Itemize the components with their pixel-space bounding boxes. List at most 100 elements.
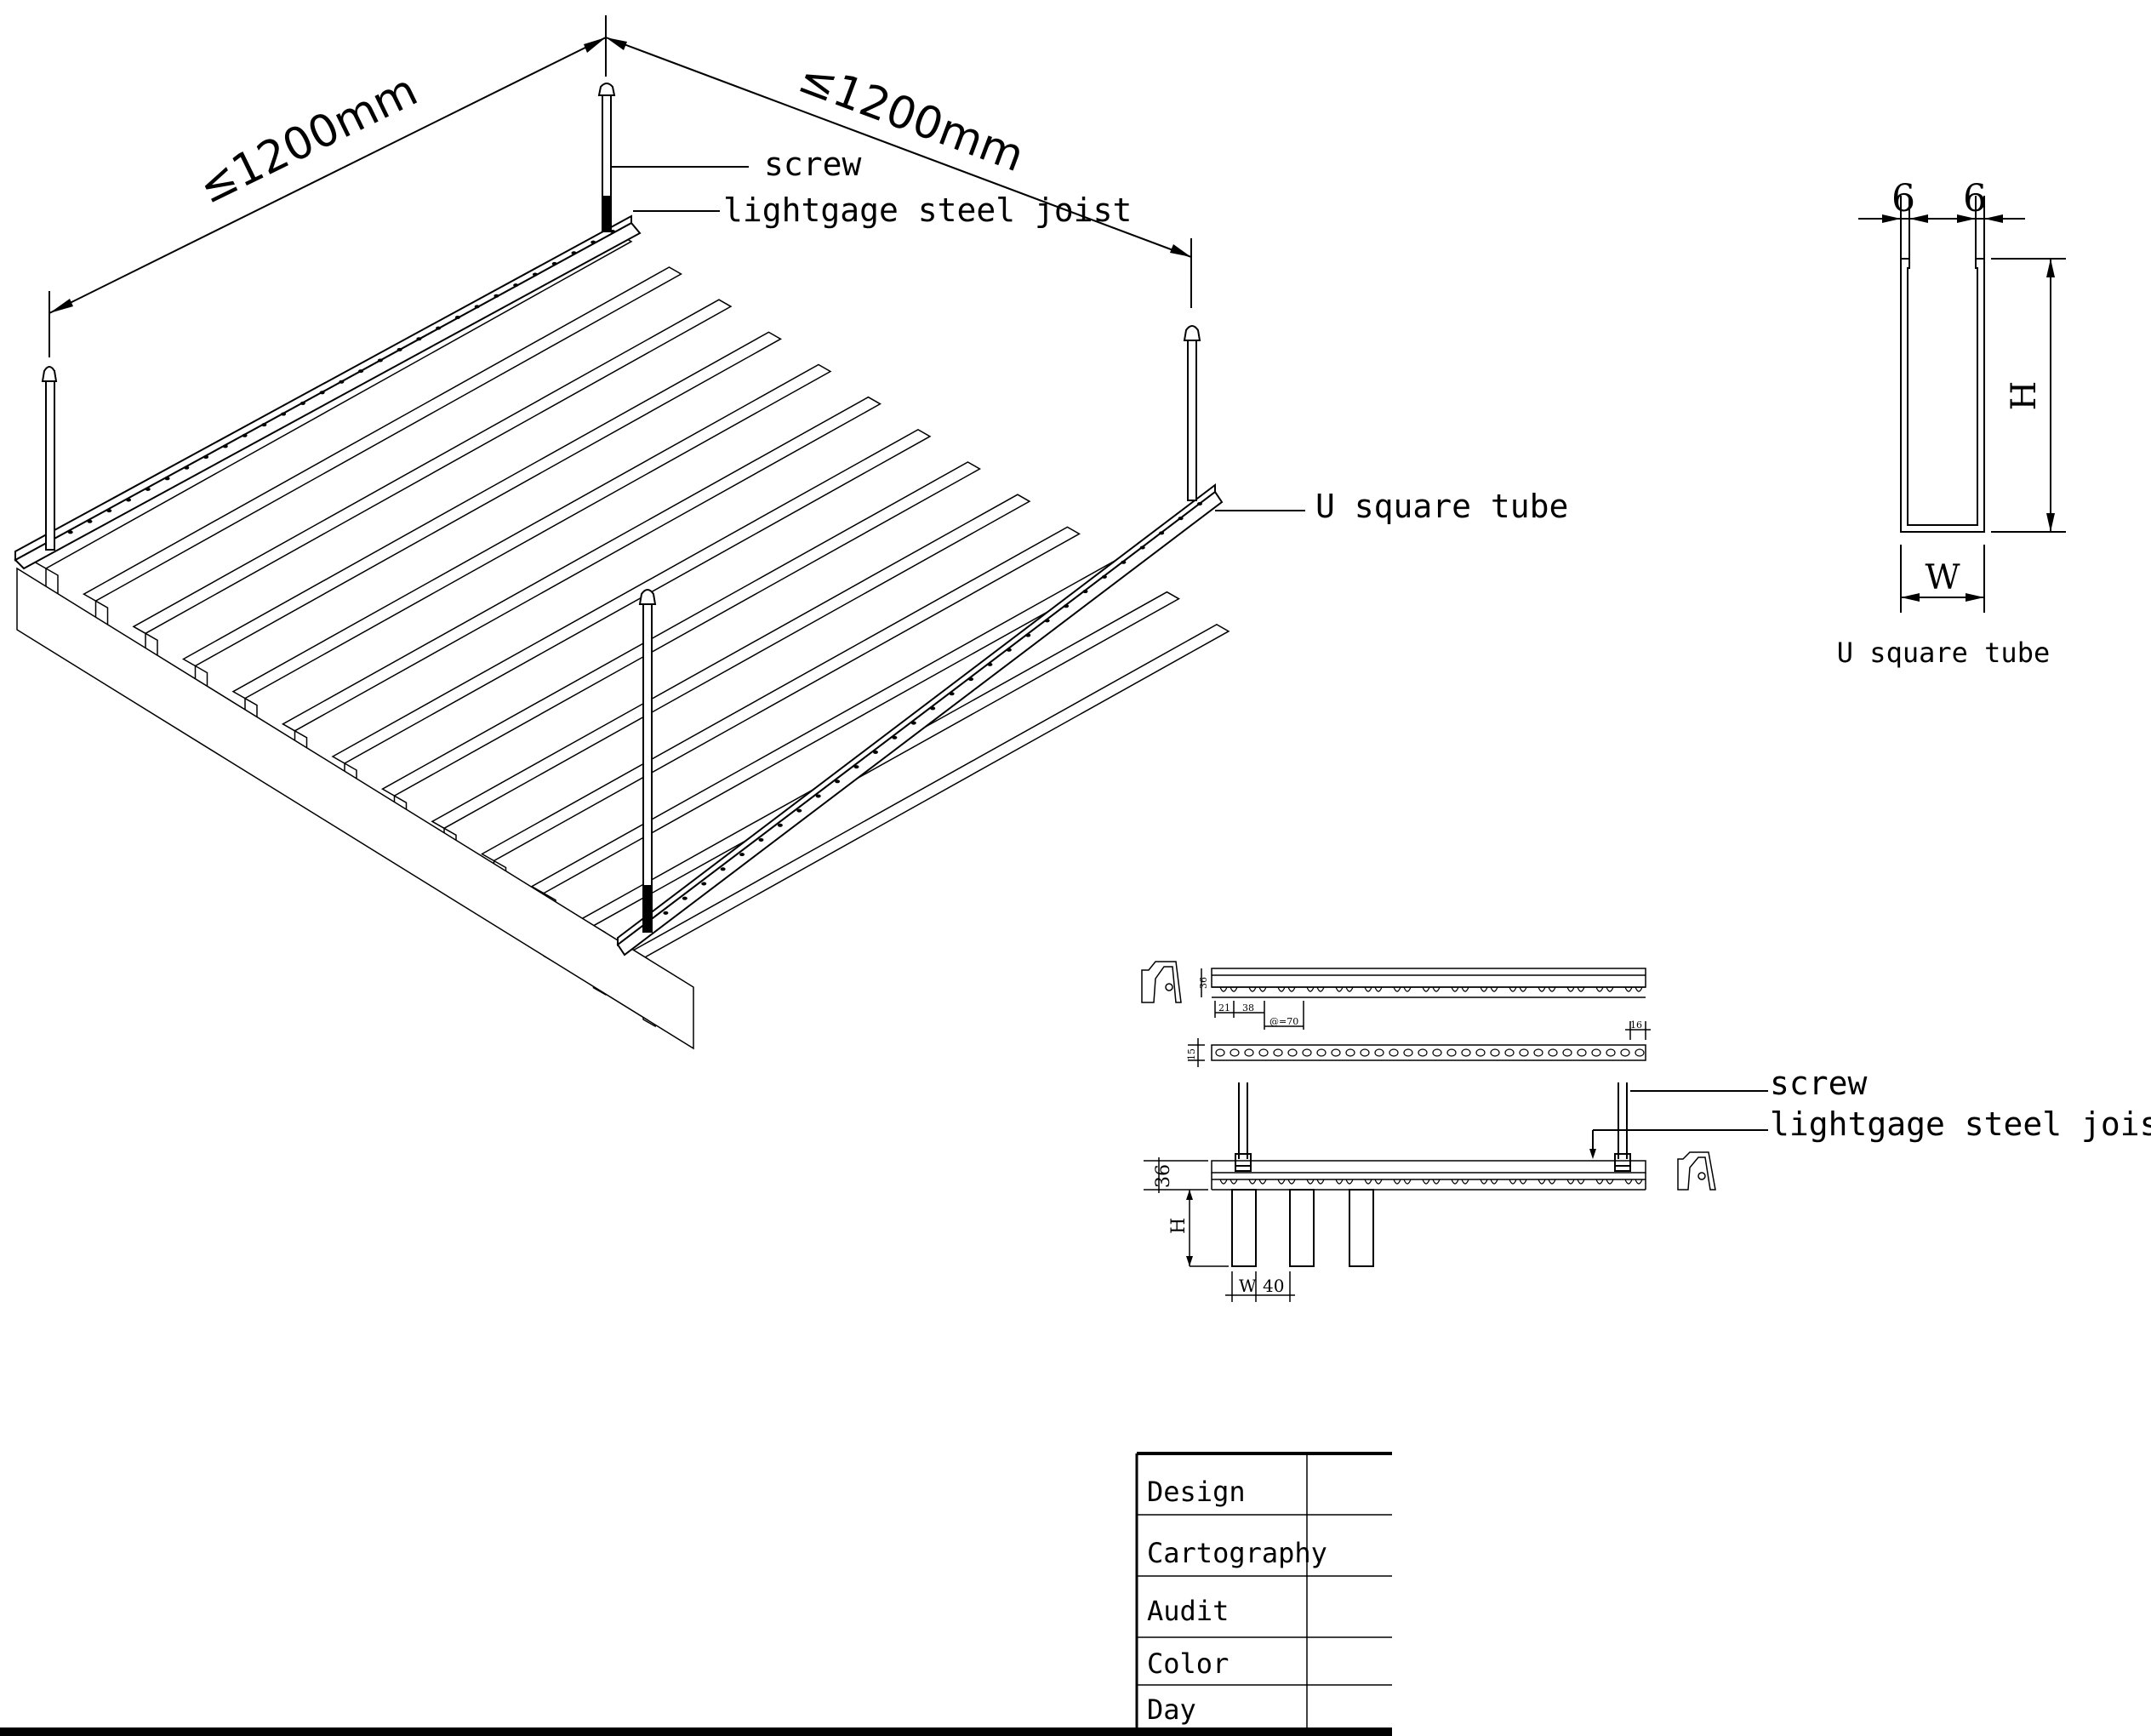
notch	[1538, 986, 1556, 992]
joist-hole	[164, 477, 170, 481]
detail-dimension-arrows	[1186, 1190, 1193, 1266]
joist-hole	[682, 896, 688, 900]
plan-hole	[1258, 1048, 1269, 1057]
plan-hole	[1591, 1048, 1601, 1057]
dim-pitch: @=70	[1269, 1016, 1298, 1027]
plan-hole	[1244, 1048, 1254, 1057]
plan-hole	[1345, 1048, 1355, 1057]
joist-hole	[281, 412, 287, 416]
joist-hole	[968, 677, 974, 682]
notch	[1480, 1179, 1498, 1185]
joist-plan-holes	[1215, 1048, 1645, 1057]
notch	[1566, 986, 1585, 992]
detail-dimension-lines	[1144, 1157, 1295, 1302]
u-panels-elevation	[1231, 1189, 1374, 1267]
joist-hole	[358, 369, 364, 374]
joist-hole	[835, 779, 841, 784]
plan-hole	[1360, 1048, 1370, 1057]
joist-hole	[551, 261, 557, 266]
joist-hole	[1197, 502, 1202, 505]
dim-38: 38	[1242, 1002, 1254, 1014]
plan-hole	[1287, 1048, 1298, 1057]
joist-hole	[300, 401, 305, 405]
joist-hole	[853, 765, 859, 769]
title-row-color: Color	[1147, 1647, 1229, 1680]
notch	[1422, 986, 1441, 992]
panel-top-face	[281, 396, 882, 732]
joist-hole	[571, 251, 577, 255]
joist-hole	[815, 794, 821, 798]
joist-hole	[987, 662, 993, 666]
notch	[1219, 1179, 1238, 1185]
joist-hole	[1121, 560, 1127, 564]
panel-side-face	[16, 567, 694, 1050]
panel-top-face	[132, 299, 733, 635]
plan-hole	[1635, 1048, 1645, 1057]
joist-hole	[1101, 574, 1107, 579]
hanging-rods	[41, 83, 1201, 933]
section-arrows	[1882, 214, 2055, 602]
joist-end-profile-top	[1141, 961, 1182, 1003]
dim-36-side: 36	[1153, 1164, 1174, 1188]
plan-hole	[1562, 1048, 1572, 1057]
title-block: Design Cartography Audit Color Day	[0, 1452, 1392, 1736]
title-row-design: Design	[1147, 1476, 1246, 1508]
dim-40: 40	[1263, 1276, 1284, 1296]
joist-hole	[454, 315, 460, 319]
panel-top-face	[480, 526, 1081, 862]
dimension-6-right: 6	[1963, 177, 1987, 220]
notch	[1393, 1179, 1412, 1185]
plan-hole	[1316, 1048, 1327, 1057]
plan-hole	[1548, 1048, 1558, 1057]
plan-hole	[1230, 1048, 1240, 1057]
label-screw: screw	[764, 146, 862, 183]
notch	[1624, 1179, 1643, 1185]
joist-hole	[892, 735, 898, 740]
isometric-view: ≤1200mm ≤1200mm	[14, 15, 1568, 1050]
dim-h: H	[1168, 1218, 1190, 1234]
joist-hole	[319, 391, 325, 395]
u-tube-section: 6 6 H W U square tube	[1837, 177, 2066, 669]
joist-hole	[1082, 590, 1088, 594]
joist-hole	[474, 305, 480, 309]
plan-hole	[1620, 1048, 1630, 1057]
dimension-h: H	[2005, 381, 2044, 411]
notch	[1566, 1179, 1585, 1185]
joist-hole	[1025, 633, 1031, 637]
notch	[1595, 986, 1614, 992]
notch	[1364, 986, 1383, 992]
joist-end-profile-bottom	[1677, 1151, 1716, 1191]
plan-hole	[1533, 1048, 1543, 1057]
joist-hole	[1064, 604, 1070, 608]
notch	[1509, 1179, 1527, 1185]
panel-group	[16, 233, 1230, 1050]
detail-rods	[1235, 1082, 1631, 1172]
joist-hole	[106, 509, 112, 513]
notch	[1219, 986, 1238, 992]
joist-hole	[494, 294, 499, 298]
detail-leader-arrows	[1589, 1149, 1596, 1159]
notch	[1248, 1179, 1267, 1185]
joist-hole	[1044, 619, 1050, 623]
joist-hole	[377, 358, 383, 363]
dimension-lines	[48, 15, 1192, 357]
notch	[1306, 986, 1325, 992]
u-square-tube-panel	[630, 623, 1230, 1028]
joist-notches-bottom	[1219, 1179, 1643, 1185]
joist-hole	[87, 519, 93, 523]
joist-hole	[930, 706, 936, 711]
joist-notches	[1219, 986, 1643, 992]
title-row-day: Day	[1147, 1693, 1196, 1726]
notch	[1538, 1179, 1556, 1185]
joist-hole	[436, 326, 442, 330]
joist-elevation-bottom	[1211, 1160, 1646, 1191]
joist-hole	[796, 808, 802, 813]
joist-hole	[1139, 545, 1145, 550]
plan-hole	[1432, 1048, 1442, 1057]
panel-top-face	[431, 494, 1031, 830]
title-row-audit: Audit	[1147, 1595, 1229, 1627]
plan-hole	[1606, 1048, 1616, 1057]
bottom-border-bar	[0, 1727, 1392, 1736]
dimension-6-left: 6	[1891, 177, 1915, 220]
detail-views: 36 21 38 @=70 16 15 36 H W 40 screw ligh…	[1141, 961, 2151, 1302]
